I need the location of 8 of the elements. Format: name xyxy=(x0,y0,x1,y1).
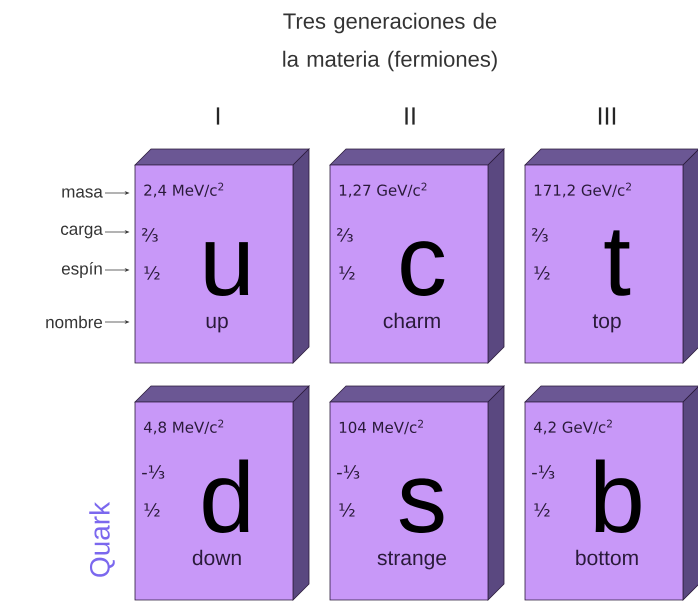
property-label: espín xyxy=(62,262,102,278)
property-label: masa xyxy=(62,188,103,198)
generation-numeral: III xyxy=(598,107,616,125)
property-label: carga xyxy=(61,226,103,238)
property-label: nombre xyxy=(46,316,102,328)
generation-numeral: II xyxy=(405,107,415,125)
title: Tres generaciones de la materia (fermiones) xyxy=(283,12,497,72)
generation-numeral: I xyxy=(216,107,220,125)
